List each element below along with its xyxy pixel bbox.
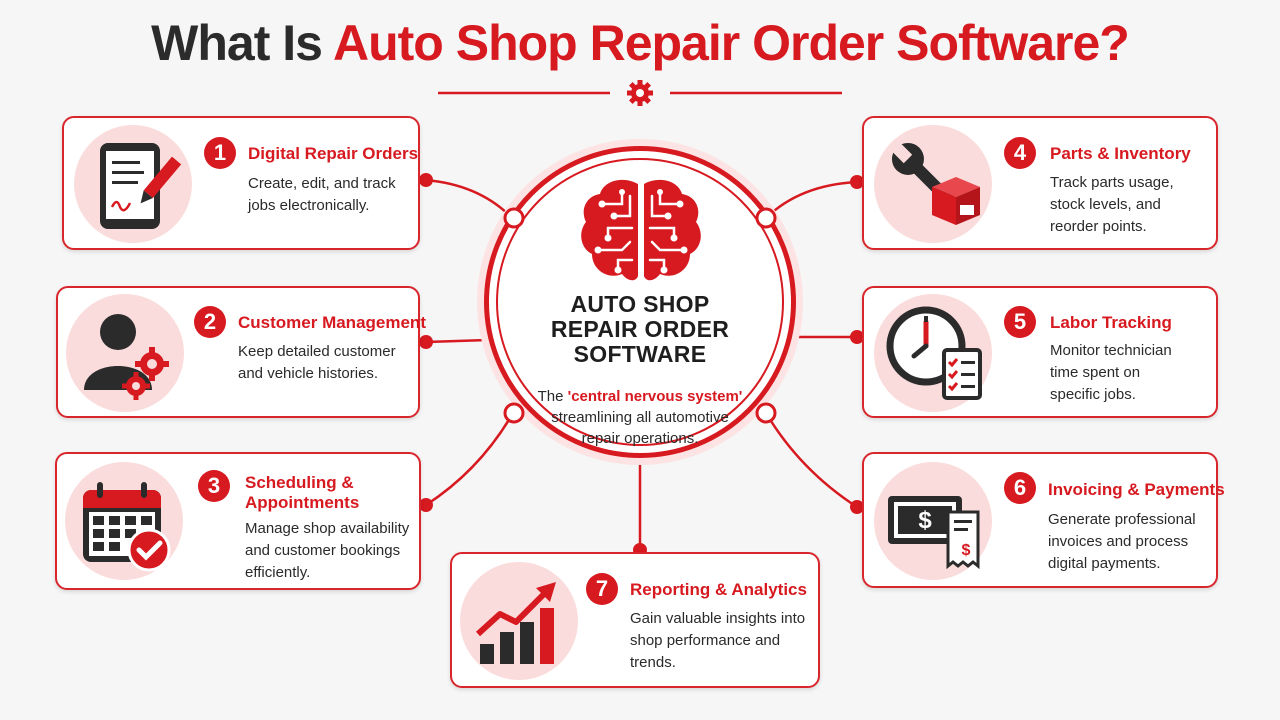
step-number-badge: 5 xyxy=(1004,306,1036,338)
clock-checklist-icon xyxy=(874,294,992,412)
card-description: Gain valuable insights into shop perform… xyxy=(630,610,806,671)
wrench-box-icon xyxy=(874,125,992,243)
card-description: Create, edit, and track jobs electronica… xyxy=(248,175,396,214)
step-number-badge: 4 xyxy=(1004,137,1036,169)
step-number-badge: 6 xyxy=(1004,472,1036,504)
highlight-text: 'central nervous system' xyxy=(567,388,743,405)
title-divider xyxy=(438,80,842,106)
card-description: Generate professional invoices and proce… xyxy=(1048,511,1196,572)
step-number-badge: 2 xyxy=(194,306,226,338)
card-title: Reporting & Analytics xyxy=(630,580,807,599)
center-hub xyxy=(496,158,784,446)
card-title: Parts & Inventory xyxy=(1050,144,1191,163)
card-title: Invoicing & Payments xyxy=(1048,480,1225,499)
tablet-signature-icon xyxy=(74,125,192,243)
card-title: Scheduling & Appointments xyxy=(245,473,360,512)
svg-text:$: $ xyxy=(962,542,971,559)
feature-card-labor-tracking: 5 Labor Tracking Monitor technician time… xyxy=(862,286,1218,418)
feature-card-reporting-analytics: 7 Reporting & Analytics Gain valuable in… xyxy=(450,552,820,688)
center-description: The 'central nervous system' streamlinin… xyxy=(537,388,743,447)
feature-card-invoicing-payments: $ $ 6 Invoicing & Payments Generate prof… xyxy=(862,452,1225,588)
card-description: Monitor technician time spent on specifi… xyxy=(1050,342,1172,403)
step-number-badge: 3 xyxy=(198,470,230,502)
feature-card-customer-management: 2 Customer Management Keep detailed cust… xyxy=(56,286,426,418)
growth-chart-icon xyxy=(460,562,578,680)
card-description: Track parts usage, stock levels, and reo… xyxy=(1050,174,1174,235)
title-part-2: Auto Shop Repair Order Software? xyxy=(332,15,1130,71)
feature-card-digital-repair-orders: 1 Digital Repair Orders Create, edit, an… xyxy=(62,116,420,250)
page-title: What Is Auto Shop Repair Order Software? xyxy=(0,14,1280,72)
money-invoice-icon: $ $ xyxy=(874,462,992,580)
card-description: Keep detailed customer and vehicle histo… xyxy=(238,343,396,382)
user-gears-icon xyxy=(66,294,184,412)
gear-icon xyxy=(627,80,653,106)
brain-circuit-icon xyxy=(581,179,701,281)
card-title: Customer Management xyxy=(238,313,426,332)
step-number-badge: 1 xyxy=(204,137,236,169)
card-title: Digital Repair Orders xyxy=(248,144,419,163)
card-title: Labor Tracking xyxy=(1050,313,1172,332)
center-title: AUTO SHOP REPAIR ORDER SOFTWARE xyxy=(550,291,730,367)
feature-card-parts-inventory: 4 Parts & Inventory Track parts usage, s… xyxy=(862,116,1218,250)
title-part-1: What Is xyxy=(151,15,333,71)
svg-text:$: $ xyxy=(918,507,932,534)
feature-card-scheduling-appointments: 3 Scheduling & Appointments Manage shop … xyxy=(55,452,421,590)
calendar-check-icon xyxy=(65,462,183,580)
card-description: Manage shop availability and customer bo… xyxy=(245,520,410,581)
step-number-badge: 7 xyxy=(586,573,618,605)
